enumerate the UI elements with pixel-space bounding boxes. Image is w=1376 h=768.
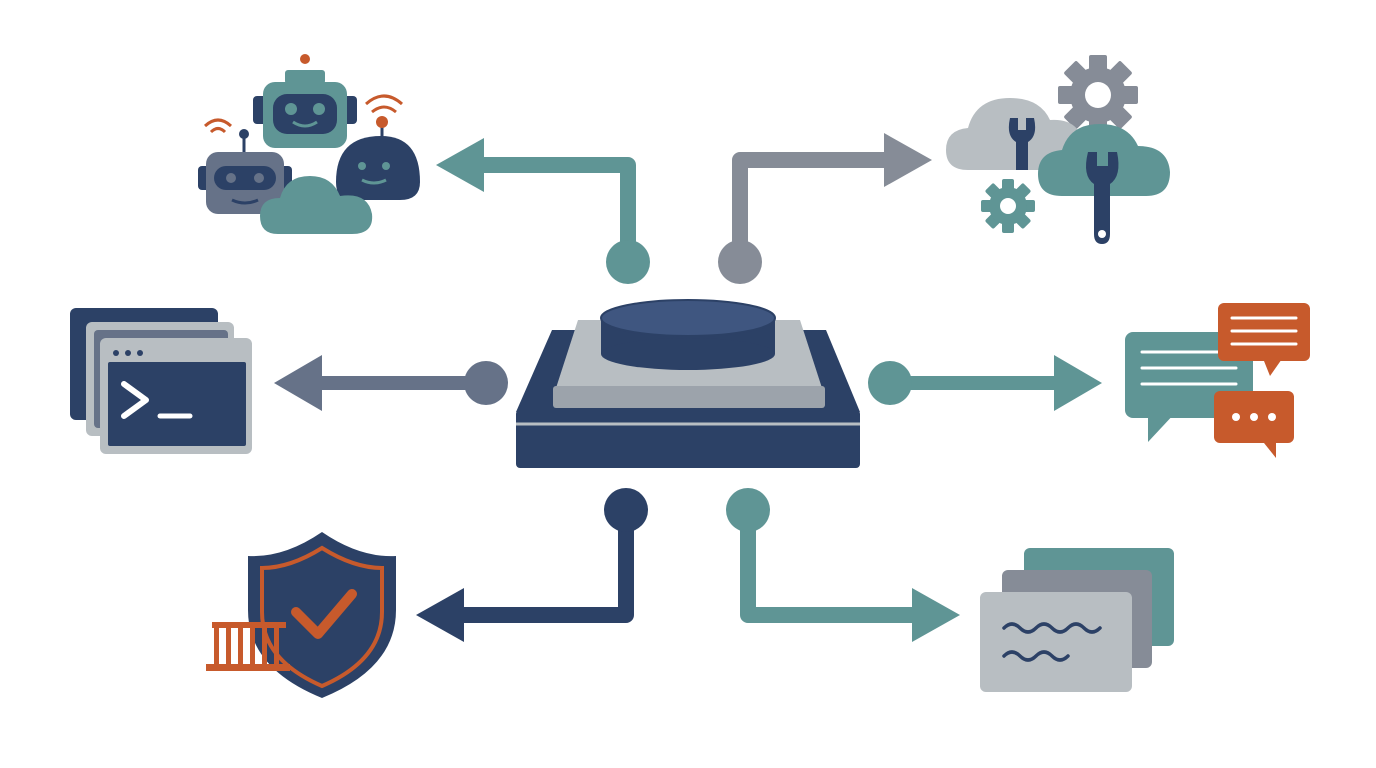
connector-agents <box>436 138 650 284</box>
terminal-windows-icon <box>70 308 252 454</box>
arrowhead-cloud-tools <box>884 133 932 187</box>
cloud-gear-wrench-icon <box>946 55 1170 244</box>
gear-large-icon <box>1058 55 1138 135</box>
shield-check-firewall-icon <box>206 532 396 698</box>
connector-dot-agents <box>606 240 650 284</box>
document-wave-line-1 <box>1002 622 1102 634</box>
connector-dot-security <box>604 488 648 532</box>
cloud-teal-icon <box>1038 124 1170 196</box>
connector-dot-terminal <box>464 361 508 405</box>
connector-chat <box>868 355 1102 411</box>
wrench-large-icon <box>1086 152 1119 244</box>
arrowhead-security <box>416 588 464 642</box>
robot-right-icon <box>336 94 420 200</box>
connector-dot-cloud-tools <box>718 240 762 284</box>
shield-icon <box>248 532 396 698</box>
connector-documents <box>726 488 960 642</box>
connector-dot-documents <box>726 488 770 532</box>
arrowhead-terminal <box>274 355 322 411</box>
checkmark-icon <box>291 589 357 639</box>
robot-agents-cloud-icon <box>198 54 420 234</box>
chat-bubble-orange-bottom-icon <box>1214 391 1294 458</box>
chat-bubbles-icon <box>1125 303 1310 458</box>
document-front <box>980 592 1132 692</box>
terminal-screen <box>108 362 246 446</box>
cloud-icon <box>260 176 373 234</box>
arrowhead-documents <box>912 588 960 642</box>
connector-security <box>416 488 648 642</box>
chat-bubble-orange-top-icon <box>1218 303 1310 376</box>
document-wave-line-2 <box>1002 650 1070 662</box>
firewall-icon <box>206 622 290 671</box>
connector-terminal <box>274 355 508 411</box>
robot-top-icon <box>253 54 357 148</box>
prompt-chevron-icon <box>121 381 149 419</box>
gear-small-icon <box>981 179 1035 233</box>
stacked-documents-icon <box>980 548 1174 692</box>
connector-cloud-tools <box>718 133 932 284</box>
connector-dot-chat <box>868 361 912 405</box>
hub-platform-icon <box>516 299 860 468</box>
arrowhead-agents <box>436 138 484 192</box>
arrowhead-chat <box>1054 355 1102 411</box>
wrench-small-icon <box>1008 118 1036 170</box>
